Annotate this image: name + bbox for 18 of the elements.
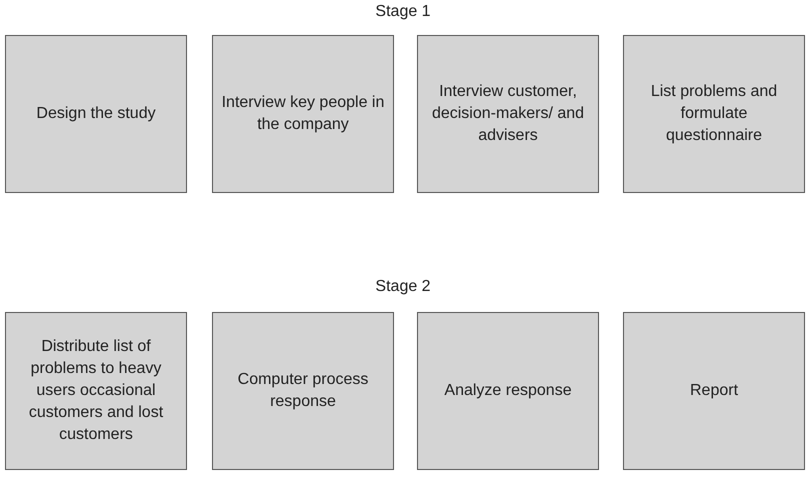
box-text: Interview customer, decision-makers/ and advisers (430, 82, 586, 146)
process-box (212, 35, 394, 193)
box-text: Interview key people in the company (220, 93, 386, 135)
process-box (5, 312, 187, 470)
box-text: Report (688, 381, 740, 401)
process-box (212, 312, 394, 470)
process-box (417, 35, 599, 193)
box-text: Analyze response (443, 381, 573, 401)
box-text: Design the study (35, 104, 157, 124)
process-box (623, 35, 805, 193)
process-box (5, 35, 187, 193)
box-text: Distribute list of problems to heavy users occasional customers and lost customers (28, 337, 164, 445)
stage-heading: Stage 2 (375, 278, 431, 296)
process-box (623, 312, 805, 470)
box-text: Computer process response (236, 370, 370, 412)
stage-heading: Stage 1 (375, 3, 431, 21)
process-box (417, 312, 599, 470)
box-text: List problems and formulate questionnaire (650, 82, 778, 146)
